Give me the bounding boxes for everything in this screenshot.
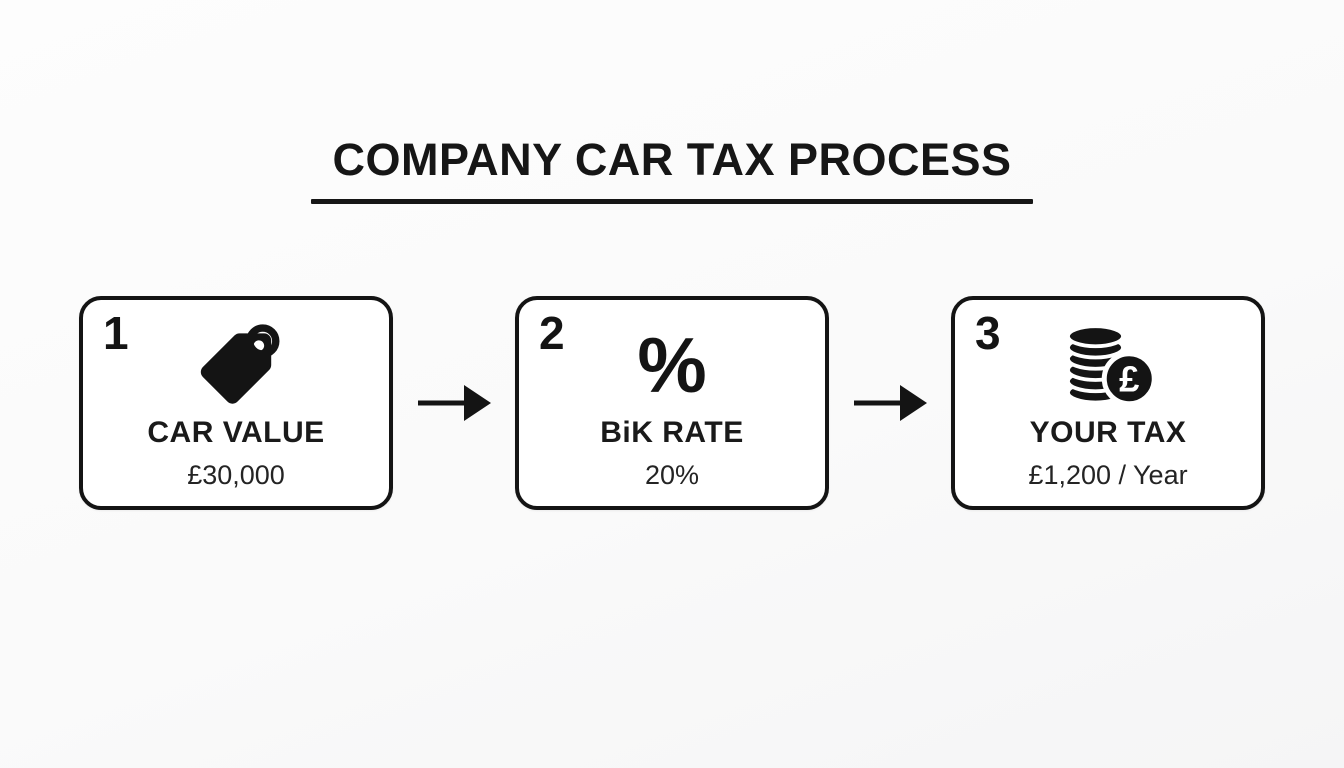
step-label: CAR VALUE <box>147 416 325 449</box>
price-tag-icon <box>190 314 282 416</box>
title-underline <box>311 199 1033 204</box>
pound-badge-glyph: £ <box>1119 358 1139 399</box>
header: COMPANY CAR TAX PROCESS <box>0 0 1344 204</box>
coin-stack-pound-icon: £ <box>1058 314 1158 416</box>
process-flow: 1 CAR VALUE £30,000 <box>0 296 1344 510</box>
step-value: £30,000 <box>187 460 285 490</box>
step-number: 3 <box>975 307 1001 359</box>
price-tag-svg <box>200 324 280 404</box>
step-label: BiK RATE <box>600 416 744 449</box>
flow-arrow <box>393 381 515 425</box>
step-card-car-value: 1 CAR VALUE £30,000 <box>79 296 393 510</box>
percent-icon: % <box>637 314 706 416</box>
flow-arrow <box>829 381 951 425</box>
coin-stack-svg: £ <box>1066 324 1157 407</box>
page-title: COMPANY CAR TAX PROCESS <box>332 134 1012 185</box>
step-number: 2 <box>539 307 565 359</box>
step-value: £1,200 / Year <box>1028 460 1188 490</box>
right-arrow-icon <box>418 385 491 421</box>
step-label: YOUR TAX <box>1029 416 1187 449</box>
step-value: 20% <box>644 460 700 490</box>
percent-glyph: % <box>637 321 707 409</box>
step-card-your-tax: 3 £ YOUR TAX <box>951 296 1265 510</box>
step-number: 1 <box>103 307 129 359</box>
right-arrow-icon <box>854 385 927 421</box>
step-card-bik-rate: 2 % BiK RATE 20% <box>515 296 829 510</box>
